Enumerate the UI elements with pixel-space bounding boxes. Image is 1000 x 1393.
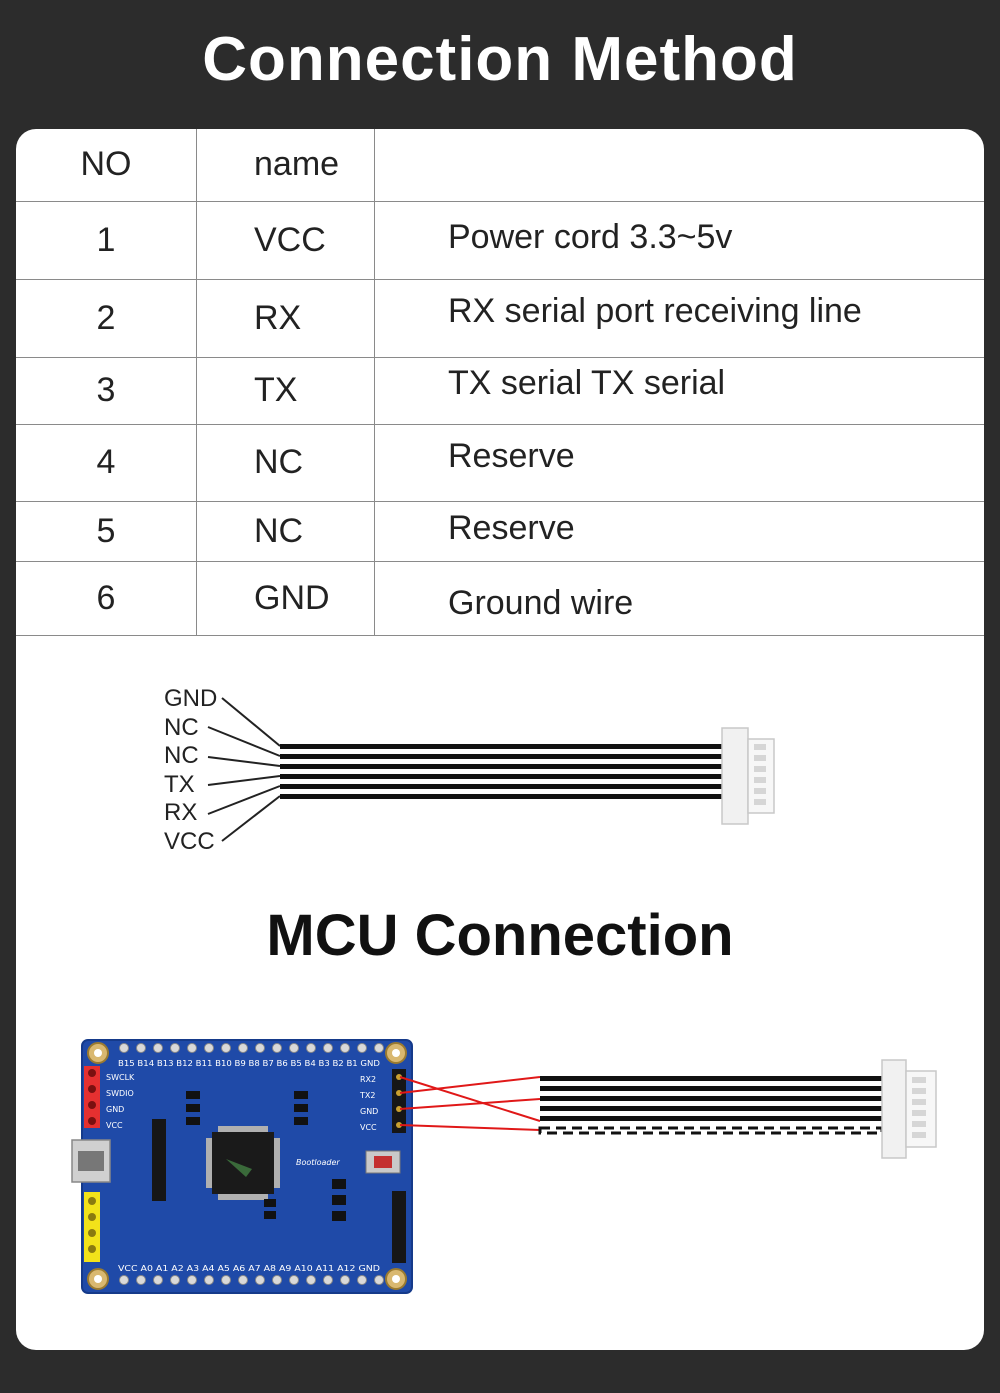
table-row: 4 NC Reserve (16, 424, 984, 502)
usb-port (71, 1139, 111, 1183)
row-desc: Power cord 3.3~5v (374, 201, 984, 280)
row-no: 3 (16, 357, 197, 425)
content-card: NO name 1 VCC Power cord 3.3~5v 2 RX RX … (16, 129, 984, 1350)
cable-wires (280, 744, 722, 799)
pin-pad (187, 1043, 197, 1053)
row-desc: TX serial TX serial (374, 357, 984, 425)
pin-pad (340, 1043, 350, 1053)
mcu-chip (206, 1126, 280, 1200)
cable-label: NC (164, 742, 199, 770)
cable-leader-lines (207, 697, 281, 842)
pin-pad (374, 1275, 384, 1285)
pin-pad (289, 1043, 299, 1053)
pin-table: NO name 1 VCC Power cord 3.3~5v 2 RX RX … (16, 129, 984, 636)
pin-pad (323, 1043, 333, 1053)
pin-pad (306, 1043, 316, 1053)
pin-pad (119, 1043, 129, 1053)
row-name: NC (196, 501, 375, 562)
header-desc (374, 129, 984, 202)
pin-pad (272, 1043, 282, 1053)
mcu-cable-wires (538, 1076, 884, 1135)
mcu-connection-title: MCU Connection (266, 903, 734, 968)
wiring-diagram: B15 B14 B13 B12 B11 B10 B9 B8 B7 B6 B5 B… (71, 697, 937, 1294)
left-red-header (84, 1066, 100, 1128)
mcu-cable-connector (881, 1059, 937, 1159)
pin-pad (357, 1275, 367, 1285)
cable-pin-labels: GND NC NC TX RX VCC (164, 685, 217, 857)
row-no: 2 (16, 279, 197, 358)
left-label: GND (106, 1105, 124, 1114)
pin-pad (170, 1043, 180, 1053)
pin-pad (255, 1275, 265, 1285)
pin-pad (187, 1275, 197, 1285)
table-row: 2 RX RX serial port receiving line (16, 279, 984, 358)
pin-pad (255, 1043, 265, 1053)
left-label: VCC (106, 1121, 123, 1130)
pin-pad (238, 1043, 248, 1053)
table-row: 5 NC Reserve (16, 501, 984, 562)
row-desc: Reserve (374, 424, 984, 502)
row-desc: Ground wire (374, 561, 984, 636)
row-desc: RX serial port receiving line (374, 279, 984, 358)
pin-pad (153, 1275, 163, 1285)
pin-pad (221, 1043, 231, 1053)
table-row: 3 TX TX serial TX serial (16, 357, 984, 425)
red-crossover-wires (399, 1076, 541, 1131)
pin-pad (119, 1275, 129, 1285)
cable-label: RX (164, 799, 198, 827)
boot-button (365, 1150, 401, 1174)
pin-pad (221, 1275, 231, 1285)
row-no: 5 (16, 501, 197, 562)
cable-label: NC (164, 713, 199, 741)
row-name: GND (196, 561, 375, 636)
pin-pad (306, 1275, 316, 1285)
table-row: 1 VCC Power cord 3.3~5v (16, 201, 984, 280)
left-label: SWCLK (106, 1073, 135, 1082)
pin-pad (340, 1275, 350, 1285)
pin-pad (170, 1275, 180, 1285)
black-header (392, 1191, 406, 1263)
left-label: SWDIO (106, 1089, 134, 1098)
row-no: 1 (16, 201, 197, 280)
uart-header (392, 1069, 406, 1133)
right-label: TX2 (359, 1091, 375, 1100)
pin-pad (204, 1275, 214, 1285)
pin-pad (204, 1043, 214, 1053)
pin-pad (374, 1043, 384, 1053)
pin-pad (153, 1043, 163, 1053)
pin-pad (289, 1275, 299, 1285)
row-desc: Reserve (374, 501, 984, 562)
left-yellow-header (84, 1192, 100, 1262)
row-no: 4 (16, 424, 197, 502)
black-header (152, 1119, 166, 1201)
pin-pad (136, 1275, 146, 1285)
header-name: name (196, 129, 375, 202)
cable-label: TX (164, 770, 195, 798)
row-name: VCC (196, 201, 375, 280)
cable-connector (721, 727, 775, 825)
bottom-pin-labels: VCC A0 A1 A2 A3 A4 A5 A6 A7 A8 A9 A10 A1… (118, 1264, 380, 1273)
right-label: VCC (360, 1123, 377, 1132)
cable-label: VCC (164, 827, 215, 855)
pin-pad (357, 1043, 367, 1053)
mcu-board: B15 B14 B13 B12 B11 B10 B9 B8 B7 B6 B5 B… (71, 1039, 413, 1294)
top-pin-labels: B15 B14 B13 B12 B11 B10 B9 B8 B7 B6 B5 B… (118, 1059, 380, 1068)
right-label: RX2 (360, 1075, 376, 1084)
pin-pad (272, 1275, 282, 1285)
cable-label: GND (164, 685, 218, 712)
pin-pad (323, 1275, 333, 1285)
page-title: Connection Method (202, 25, 798, 94)
right-label: GND (360, 1107, 378, 1116)
row-name: NC (196, 424, 375, 502)
header-no: NO (16, 129, 197, 202)
row-no: 6 (16, 561, 197, 636)
pin-pad (238, 1275, 248, 1285)
table-row: 6 GND Ground wire (16, 561, 984, 636)
row-name: RX (196, 279, 375, 358)
bootloader-label: Bootloader (296, 1158, 340, 1167)
pin-pad (136, 1043, 146, 1053)
row-name: TX (196, 357, 375, 425)
table-header-row: NO name (16, 129, 984, 202)
